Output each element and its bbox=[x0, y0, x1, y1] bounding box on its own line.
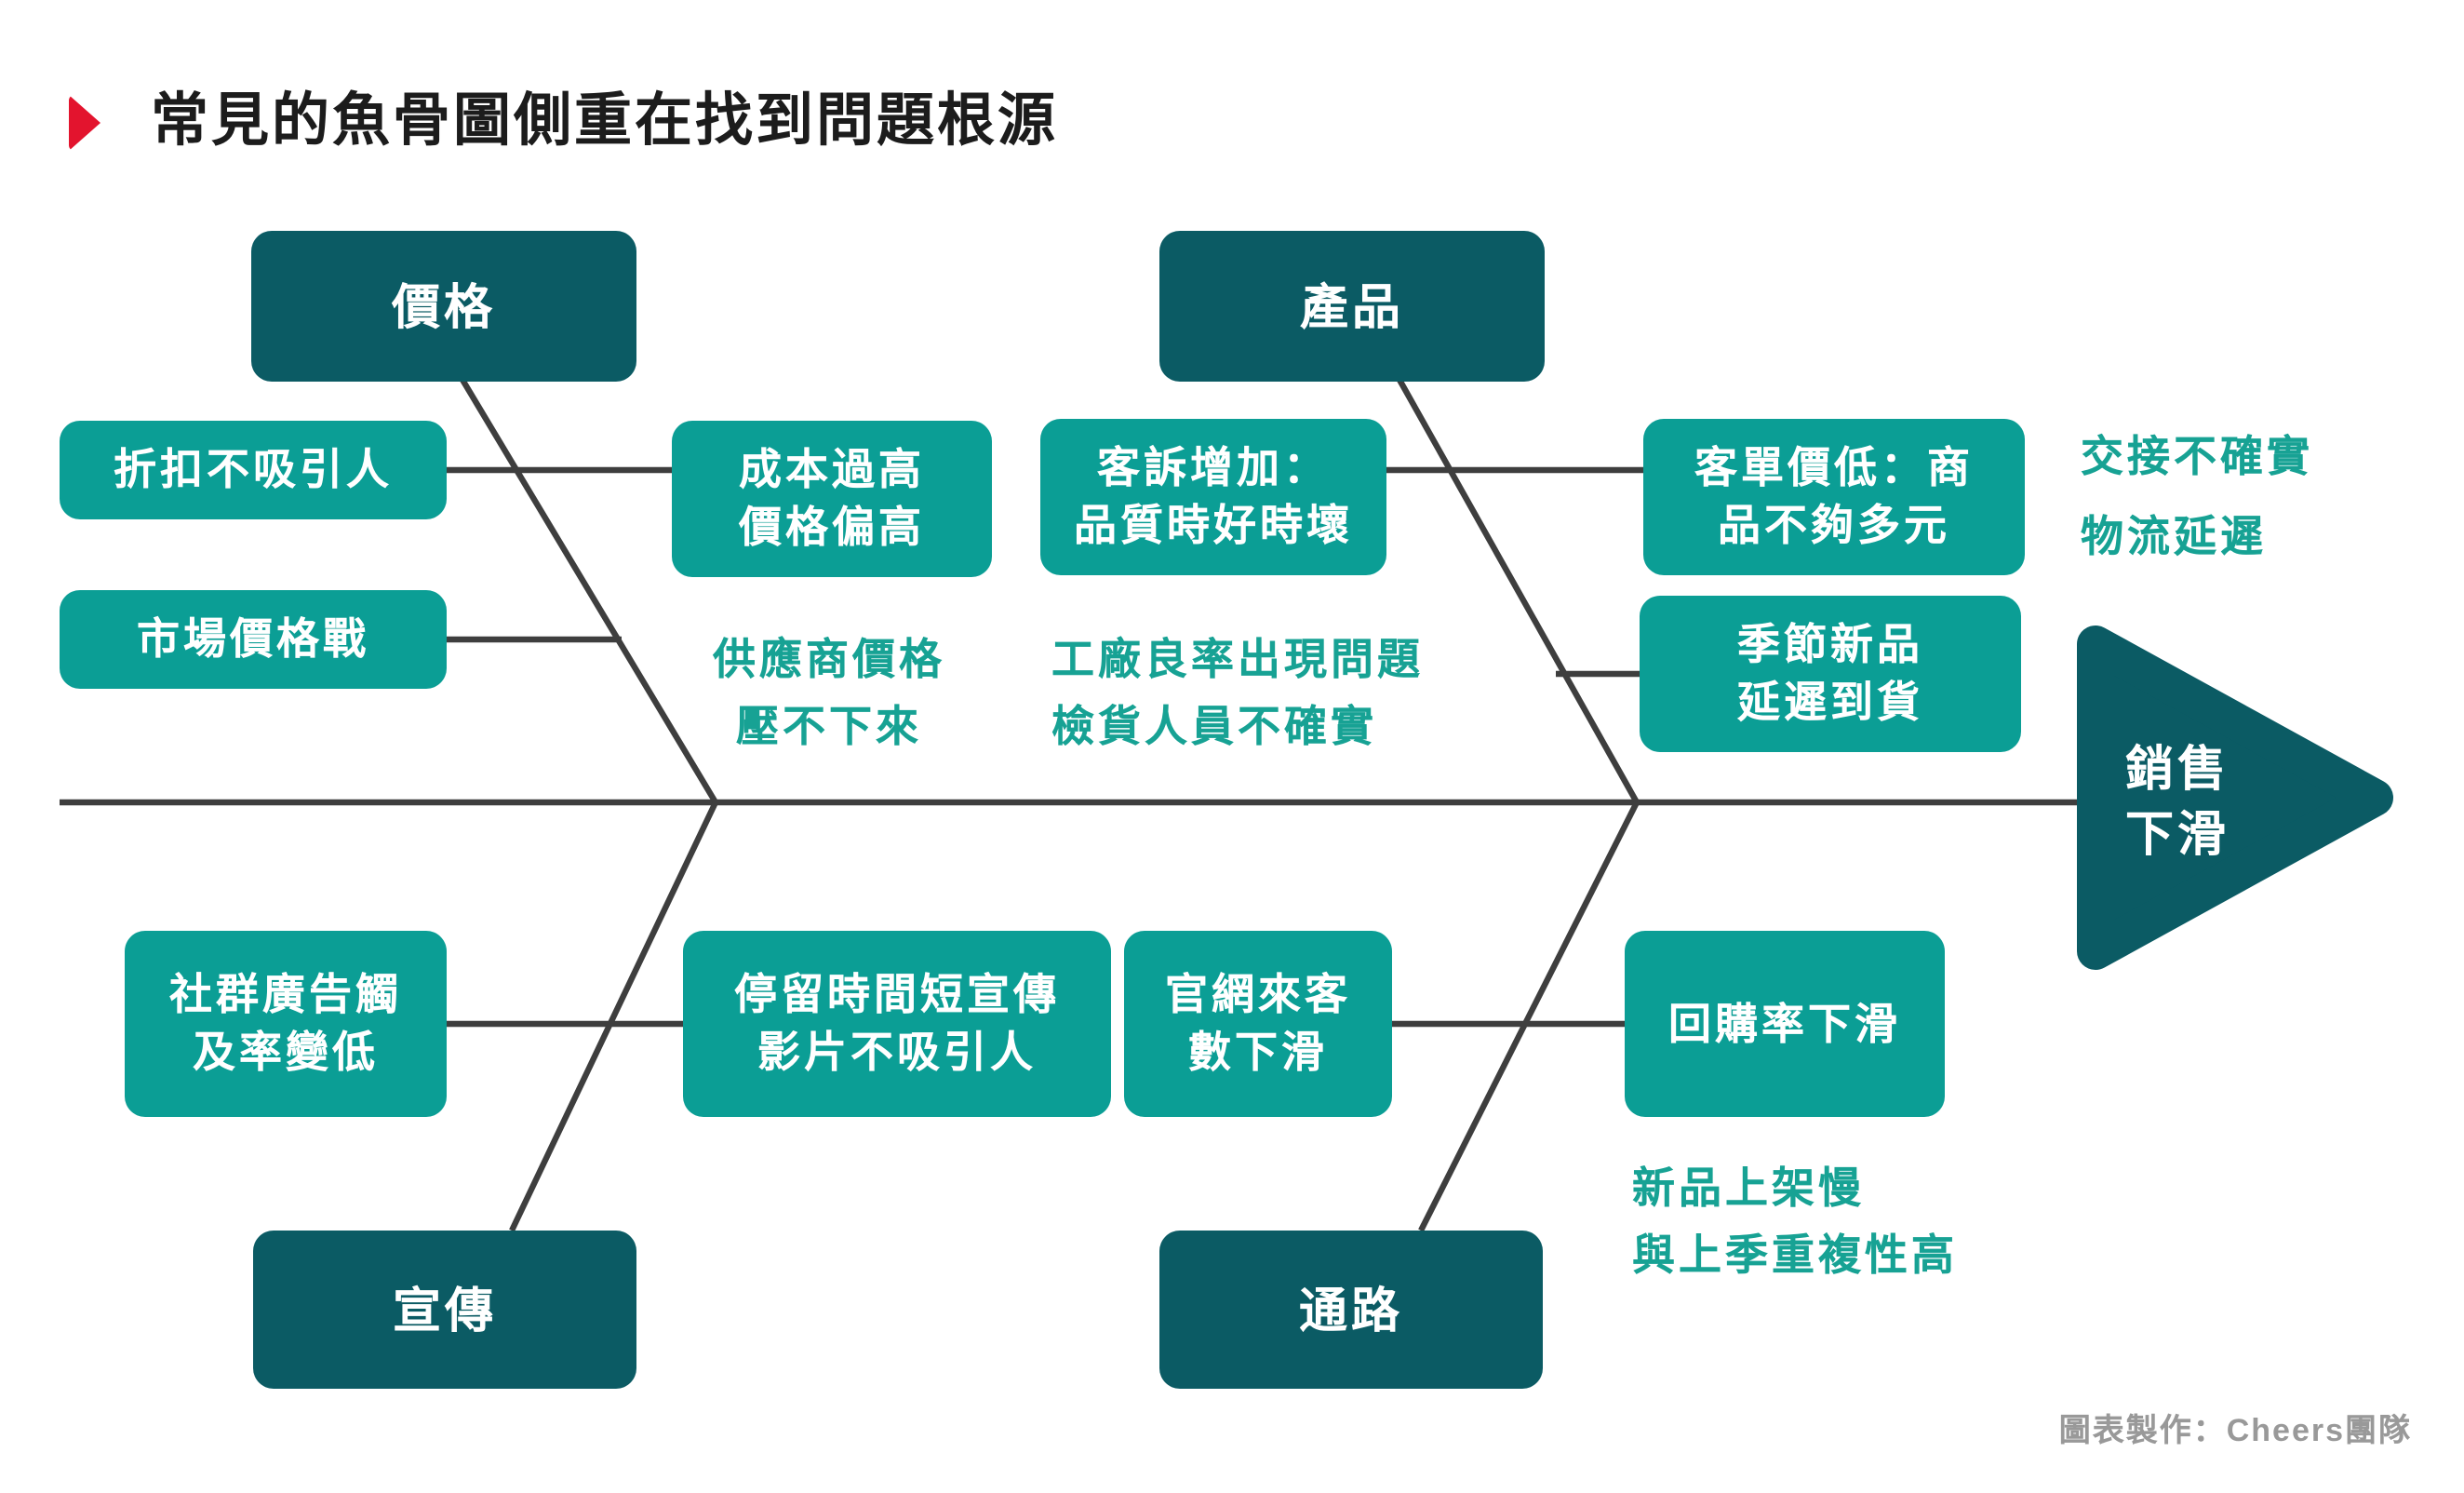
leaf-box-cost-too-high: 成本過高 價格偏高 bbox=[672, 421, 992, 577]
effect-line: 銷售 bbox=[2124, 741, 2230, 797]
effect-line: 下滑 bbox=[2124, 806, 2230, 862]
leaf-box-dwell-time-short: 停留時間短宣傳 影片不吸引人 bbox=[683, 931, 1111, 1117]
leaf-box-market-price-war: 市場價格戰 bbox=[60, 590, 447, 689]
bone-lower-right-channel bbox=[1418, 800, 1640, 1232]
credit-text: 圖表製作：Cheers團隊 bbox=[2058, 1413, 2412, 1448]
leaf-label: 影片不吸引人 bbox=[757, 1028, 1037, 1076]
note-handover-logistics: 交接不確實 物流延遲 bbox=[2081, 417, 2313, 577]
page-title: 常見的魚骨圖側重在找到問題根源 bbox=[151, 87, 1058, 153]
note-line: 新品上架慢 bbox=[1632, 1163, 1865, 1212]
leaf-label: 品質時好時壞 bbox=[1074, 501, 1353, 549]
leaf-box-repurchase-rate-down: 回購率下滑 bbox=[1625, 931, 1945, 1117]
note-factory-yield: 工廠良率出現問題 檢貨人員不確實 bbox=[1051, 625, 1424, 760]
category-label: 價格 bbox=[391, 278, 496, 334]
category-box-product: 產品 bbox=[1159, 231, 1545, 382]
effect-arrow-label: 銷售 下滑 bbox=[2088, 737, 2267, 868]
note-line: 交接不確實 bbox=[2081, 432, 2313, 480]
note-line: 與上季重複性高 bbox=[1632, 1231, 1958, 1279]
leaf-box-social-ad-reach-down: 社群廣告觸 及率變低 bbox=[125, 931, 447, 1117]
leaf-box-site-traffic-down: 官網來客 數下滑 bbox=[1124, 931, 1392, 1117]
leaf-box-complaints-increase: 客訴增加： 品質時好時壞 bbox=[1040, 419, 1386, 575]
category-box-channel: 通路 bbox=[1159, 1231, 1543, 1389]
leaf-label: 回購率下滑 bbox=[1668, 999, 1901, 1047]
leaf-label: 價格偏高 bbox=[739, 503, 925, 551]
note-line: 供應商價格 bbox=[713, 635, 945, 683]
category-label: 宣傳 bbox=[392, 1282, 497, 1338]
leaf-label: 客單價低：商 bbox=[1694, 443, 1974, 491]
leaf-label: 成本過高 bbox=[739, 445, 925, 493]
leaf-box-discount-not-attractive: 折扣不吸引人 bbox=[60, 421, 447, 519]
bone-upper-right-product bbox=[1397, 378, 1640, 804]
leaf-label: 市場價格戰 bbox=[137, 614, 369, 663]
leaf-label: 停留時間短宣傳 bbox=[734, 970, 1060, 1018]
leaf-box-seasonal-new-delay: 季節新品 延遲到貨 bbox=[1640, 596, 2021, 752]
leaf-label: 社群廣告觸 bbox=[169, 970, 402, 1018]
effect-arrow-icon bbox=[2077, 625, 2393, 970]
note-line: 物流延遲 bbox=[2081, 512, 2267, 560]
leaf-label: 官網來客 bbox=[1165, 970, 1351, 1018]
leaf-label: 及率變低 bbox=[193, 1028, 379, 1076]
category-box-promotion: 宣傳 bbox=[253, 1231, 636, 1389]
leaf-label: 客訴增加： bbox=[1097, 443, 1330, 491]
category-label: 通路 bbox=[1298, 1282, 1403, 1338]
note-line: 工廠良率出現問題 bbox=[1051, 635, 1424, 683]
leaf-box-low-basket-value: 客單價低：商 品不夠多元 bbox=[1643, 419, 2025, 575]
leaf-label: 季節新品 bbox=[1737, 620, 1923, 668]
leaf-label: 品不夠多元 bbox=[1718, 501, 1950, 549]
note-line: 壓不下來 bbox=[736, 702, 922, 750]
red-play-marker-icon bbox=[69, 95, 100, 151]
note-new-product-shelf: 新品上架慢 與上季重複性高 bbox=[1632, 1154, 1958, 1288]
bone-lower-left-promotion bbox=[509, 800, 718, 1232]
leaf-label: 數下滑 bbox=[1188, 1028, 1328, 1076]
note-supplier-price: 供應商價格 壓不下來 bbox=[666, 625, 992, 760]
bone-upper-left-price bbox=[460, 378, 718, 804]
leaf-label: 折扣不吸引人 bbox=[114, 445, 393, 493]
category-box-price: 價格 bbox=[251, 231, 636, 382]
title-row: 常見的魚骨圖側重在找到問題根源 bbox=[69, 87, 1058, 153]
note-line: 檢貨人員不確實 bbox=[1051, 702, 1377, 750]
leaf-label: 延遲到貨 bbox=[1737, 678, 1923, 726]
category-label: 產品 bbox=[1299, 278, 1404, 334]
